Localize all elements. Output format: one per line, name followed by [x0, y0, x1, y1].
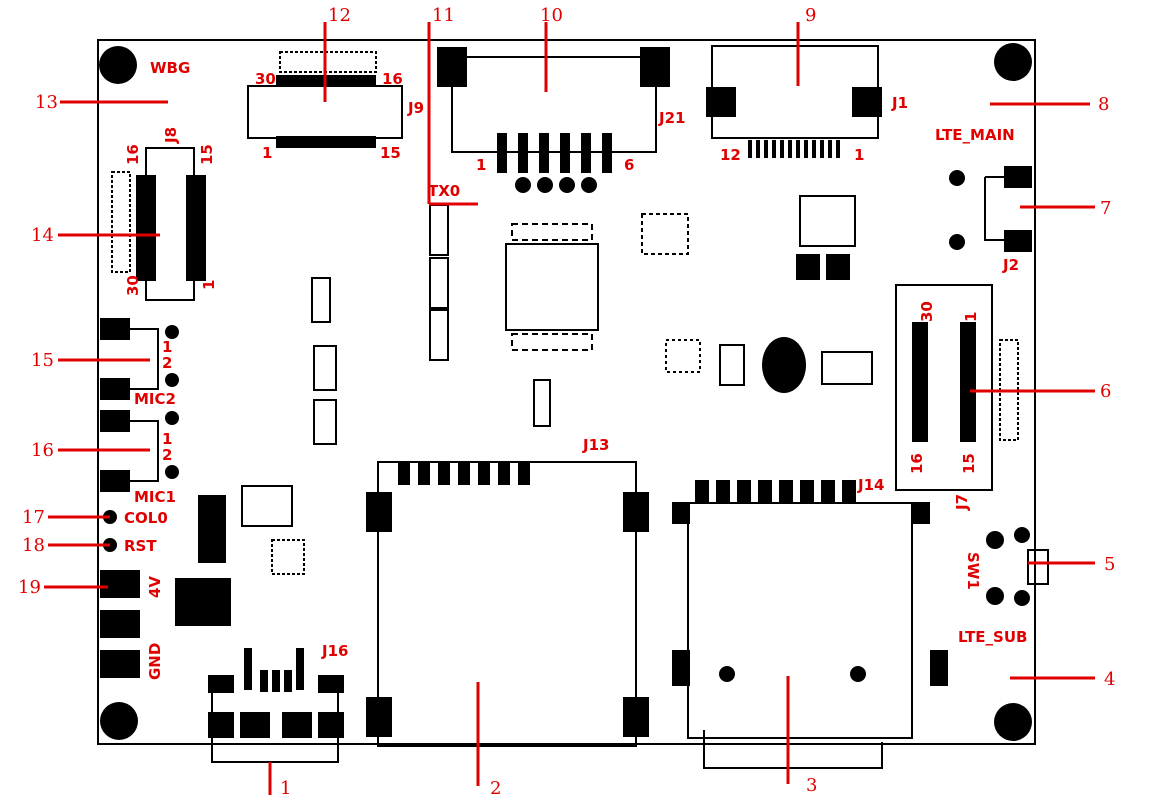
label-sw1: SW1 — [964, 552, 982, 590]
callout-6: 6 — [1100, 381, 1111, 402]
label-mic1: MIC1 — [134, 488, 176, 506]
label-j21-1: 1 — [476, 156, 486, 174]
label-j1: J1 — [891, 94, 908, 112]
callout-15: 15 — [31, 350, 54, 371]
label-gnd: GND — [146, 643, 164, 680]
label-j9-15: 15 — [380, 144, 401, 162]
mounting-hole-tr — [994, 43, 1032, 81]
label-lte-main: LTE_MAIN — [935, 126, 1015, 144]
label-mic2-1: 1 — [162, 338, 172, 356]
label-j7-15: 15 — [960, 453, 978, 474]
label-j7-30: 30 — [918, 301, 936, 322]
callout-19: 19 — [18, 577, 41, 598]
label-j16: J16 — [321, 642, 348, 660]
mounting-hole-bl — [100, 702, 138, 740]
label-tx0: TX0 — [428, 182, 460, 200]
connector-j8 — [111, 147, 206, 301]
label-j9-30: 30 — [255, 70, 276, 88]
callout-8: 8 — [1098, 94, 1109, 115]
label-j21: J21 — [658, 109, 685, 127]
connector-j1 — [706, 45, 882, 158]
label-4v: 4V — [146, 576, 164, 598]
label-j8-15: 15 — [198, 144, 216, 165]
slot-j14 — [672, 480, 948, 769]
label-j13: J13 — [582, 436, 609, 454]
callout-18: 18 — [22, 535, 45, 556]
label-j7: J7 — [953, 494, 971, 511]
mounting-hole-br — [994, 703, 1032, 741]
callout-10: 10 — [540, 5, 563, 26]
power-pads — [100, 510, 140, 678]
callout-9: 9 — [805, 5, 816, 26]
callout-14: 14 — [31, 225, 54, 246]
switch-sw1 — [986, 527, 1049, 606]
callout-1: 1 — [280, 778, 291, 799]
label-j1-12: 12 — [720, 146, 741, 164]
connector-j16 — [208, 648, 344, 763]
callout-17: 17 — [22, 507, 45, 528]
callout-2: 2 — [490, 778, 501, 799]
callout-16: 16 — [31, 440, 54, 461]
label-j7-16: 16 — [908, 453, 926, 474]
silkscreen-labels: WBG J8 J9 30 16 1 15 J21 1 6 J1 12 1 LTE… — [124, 59, 1027, 680]
callout-numbers: 1 2 3 4 5 6 7 8 9 10 11 12 13 14 15 16 1… — [18, 5, 1115, 799]
mounting-hole-tl — [99, 46, 137, 84]
slot-j13 — [366, 461, 649, 747]
label-col0: COL0 — [124, 509, 168, 527]
label-rst: RST — [124, 537, 157, 555]
label-mic2: MIC2 — [134, 390, 176, 408]
mic-pads — [100, 318, 179, 492]
label-j8-16: 16 — [124, 144, 142, 165]
label-j14: J14 — [857, 476, 884, 494]
callout-13: 13 — [35, 92, 58, 113]
callout-3: 3 — [806, 775, 817, 796]
label-j9-1: 1 — [262, 144, 272, 162]
label-mic1-1: 1 — [162, 430, 172, 448]
label-j8: J8 — [162, 127, 180, 144]
components-center — [175, 195, 873, 626]
label-mic1-2: 2 — [162, 446, 172, 464]
label-j9-16: 16 — [382, 70, 403, 88]
connector-j2 — [949, 166, 1032, 252]
label-j2: J2 — [1002, 256, 1019, 274]
callout-lines — [44, 22, 1095, 795]
label-j21-6: 6 — [624, 156, 634, 174]
label-j8-1: 1 — [200, 280, 218, 290]
label-wbg: WBG — [150, 59, 190, 77]
label-j9: J9 — [407, 99, 424, 117]
label-mic2-2: 2 — [162, 354, 172, 372]
callout-7: 7 — [1100, 198, 1111, 219]
label-j7-1: 1 — [962, 312, 980, 322]
connector-j21 — [437, 47, 670, 193]
callout-12: 12 — [328, 5, 351, 26]
callout-5: 5 — [1104, 554, 1115, 575]
label-j8-30: 30 — [124, 275, 142, 296]
callout-4: 4 — [1104, 669, 1115, 690]
callout-11: 11 — [432, 5, 455, 26]
label-lte-sub: LTE_SUB — [958, 628, 1027, 646]
label-j1-1: 1 — [854, 146, 864, 164]
